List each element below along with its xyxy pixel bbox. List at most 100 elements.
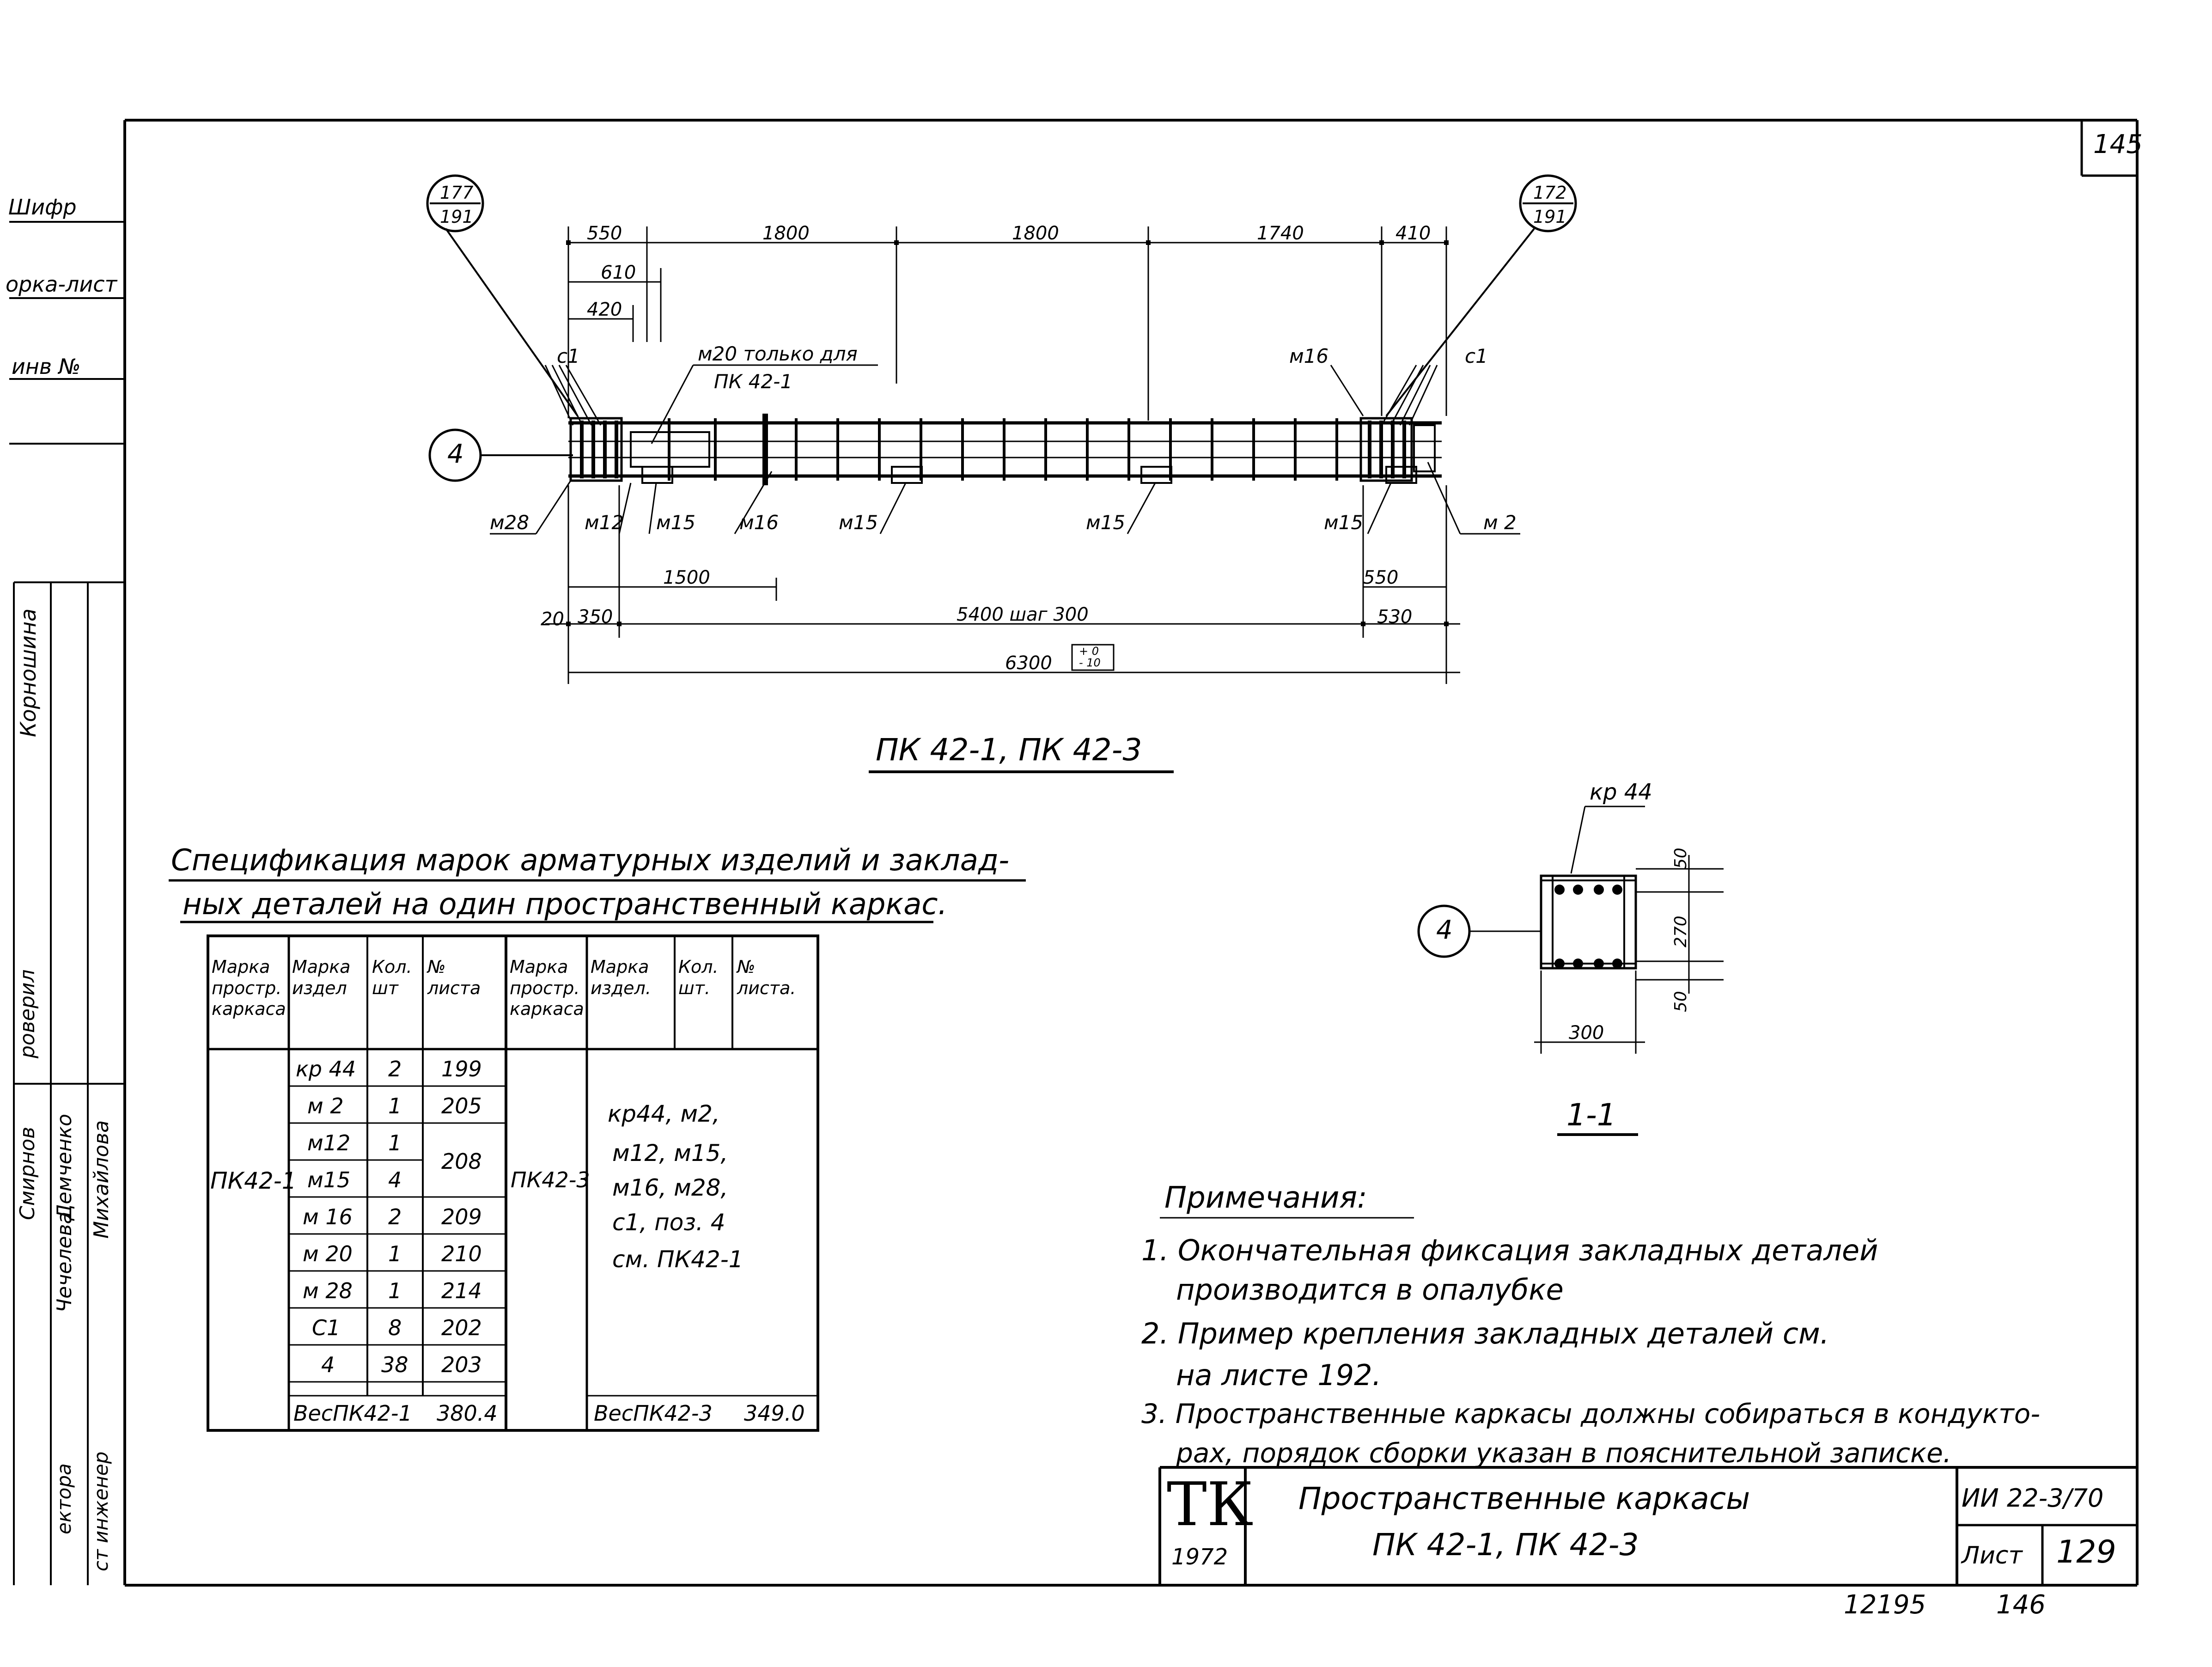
- signature-name-4: Чечелева: [53, 1211, 76, 1313]
- note-line: производится в опалубке: [1176, 1273, 1564, 1307]
- callout-m28: м28: [490, 511, 530, 534]
- ref-right-top: 172: [1533, 183, 1567, 203]
- main-drawing-title: ПК 42-1, ПК 42-3: [876, 732, 1142, 768]
- spec-row-qty: 2: [388, 1204, 402, 1229]
- section-dim-bottom: 50: [1671, 991, 1690, 1012]
- callout-m2: м 2: [1483, 511, 1517, 534]
- spec-row-sheet: 209: [441, 1204, 482, 1229]
- title-block-year: 1972: [1171, 1544, 1228, 1570]
- spec-row-mark: м 2: [307, 1093, 344, 1118]
- spec-row-mark: м 20: [303, 1241, 353, 1266]
- spec-row-mark: кр 44: [296, 1056, 356, 1081]
- spec-header-qty-right: Кол. шт.: [678, 957, 719, 998]
- signature-name-3: Демченко: [53, 1114, 76, 1220]
- title-block-series: ИИ 22-3/70: [1962, 1484, 2104, 1513]
- spec-right-line: кр44, м2,: [608, 1100, 720, 1127]
- title-block-title-2: ПК 42-1, ПК 42-3: [1372, 1527, 1639, 1563]
- spec-right-line: см. ПК42-1: [612, 1246, 743, 1273]
- note-line: на листе 192.: [1176, 1358, 1382, 1392]
- spec-row-mark: м12: [307, 1130, 351, 1155]
- section-mark-small: 4: [1436, 915, 1453, 945]
- callout-m15-d: м15: [1324, 511, 1364, 534]
- callout-m15-a: м15: [656, 511, 696, 534]
- dim-1500: 1500: [663, 567, 710, 588]
- signature-name-5: Михайлова: [90, 1120, 113, 1239]
- tolerance-plus: + 0: [1079, 645, 1099, 658]
- signature-role-sector: ектора: [53, 1463, 75, 1534]
- spec-row-mark: м 16: [303, 1204, 353, 1229]
- note-line: 1. Окончательная фиксация закладных дета…: [1141, 1233, 1878, 1267]
- spec-row-qty: 1: [388, 1241, 402, 1266]
- dim-1740: 1740: [1257, 223, 1304, 244]
- callout-m12: м12: [585, 511, 624, 534]
- dim-420: 420: [587, 299, 622, 320]
- spec-row-sheet: 208: [441, 1149, 482, 1174]
- notes-title: Примечания:: [1164, 1181, 1367, 1215]
- callout-c1-left: с1: [557, 345, 580, 367]
- signature-name-2: Смирнов: [16, 1126, 39, 1220]
- dim-5400: 5400 шаг 300: [957, 604, 1089, 625]
- title-block-title-1: Пространственные каркасы: [1298, 1481, 1750, 1516]
- spec-row-sheet: 210: [441, 1241, 482, 1266]
- margin-label-inventory: инв №: [12, 354, 81, 379]
- dim-610: 610: [601, 262, 636, 283]
- note-line: рах, порядок сборки указан в пояснительн…: [1176, 1437, 1952, 1469]
- spec-right-weight-label: ВесПК42-3: [594, 1401, 713, 1426]
- spec-row-qty: 8: [388, 1315, 402, 1340]
- bottom-number-right: 146: [1996, 1590, 2046, 1620]
- signature-role-engineer: ст инженер: [90, 1451, 112, 1571]
- dim-1800-a: 1800: [762, 223, 810, 244]
- spec-row-mark: м 28: [303, 1278, 353, 1303]
- margin-label-shifr: Шифр: [8, 195, 77, 220]
- spec-title-line1: Спецификация марок арматурных изделий и …: [171, 843, 1010, 878]
- tolerance-minus: - 10: [1079, 656, 1101, 669]
- spec-header-frame-right: Марка простр. каркаса: [510, 957, 584, 1020]
- spec-left-weight-value: 380.4: [437, 1401, 498, 1426]
- dim-410: 410: [1395, 223, 1431, 244]
- note-line: 3. Пространственные каркасы должны собир…: [1141, 1398, 2041, 1429]
- spec-row-sheet: 205: [441, 1093, 482, 1118]
- spec-row-sheet: 199: [441, 1056, 482, 1081]
- dim-530: 530: [1377, 606, 1413, 628]
- spec-header-qty-left: Кол. шт: [372, 957, 412, 998]
- margin-label-sheet: орка-лист: [6, 272, 117, 297]
- note-line: 2. Пример крепления закладных деталей см…: [1141, 1317, 1829, 1350]
- spec-row-qty: 4: [388, 1167, 402, 1192]
- spec-right-frame: ПК42-3: [511, 1167, 590, 1192]
- spec-header-frame-left: Марка простр. каркаса: [212, 957, 286, 1020]
- spec-row-mark: 4: [321, 1352, 335, 1377]
- spec-header-mark-left: Марка издел: [292, 957, 351, 998]
- spec-left-frame: ПК42-1: [210, 1167, 297, 1194]
- ref-right-bottom: 191: [1533, 207, 1567, 227]
- spec-right-line: м16, м28,: [612, 1174, 728, 1201]
- section-title: 1-1: [1566, 1097, 1616, 1133]
- dim-550-bottom: 550: [1363, 567, 1399, 588]
- spec-left-weight-label: ВесПК42-1: [293, 1401, 412, 1426]
- ref-left-top: 177: [440, 183, 474, 203]
- signature-name-1: Корношина: [16, 608, 41, 737]
- spec-row-mark: м15: [307, 1167, 351, 1192]
- spec-right-weight-value: 349.0: [744, 1401, 805, 1426]
- title-block-sheet-number: 129: [2056, 1534, 2116, 1570]
- callout-m16-bottom: м16: [739, 511, 779, 534]
- spec-row-sheet: 203: [441, 1352, 482, 1377]
- section-dim-middle: 270: [1671, 916, 1690, 947]
- title-block-sheet-label: Лист: [1962, 1542, 2023, 1569]
- spec-header-mark-right: Марка издел.: [591, 957, 651, 998]
- bottom-number-left: 12195: [1844, 1590, 1926, 1620]
- callout-m16-top: м16: [1289, 345, 1329, 367]
- dim-550-top: 550: [587, 223, 622, 244]
- section-mark-main: 4: [447, 439, 464, 469]
- spec-row-qty: 1: [388, 1130, 402, 1155]
- dim-1800-b: 1800: [1012, 223, 1059, 244]
- spec-right-line: м12, м15,: [612, 1140, 728, 1166]
- ref-left-bottom: 191: [440, 207, 474, 227]
- spec-header-sheet-right: № листа.: [737, 957, 796, 998]
- callout-m20-note-2: ПК 42-1: [714, 370, 793, 393]
- dim-6300: 6300: [1005, 653, 1052, 674]
- signature-role-checked: роверил: [16, 969, 39, 1059]
- dim-20: 20: [541, 609, 564, 630]
- section-kr44: кр 44: [1590, 779, 1652, 805]
- spec-row-qty: 1: [388, 1093, 402, 1118]
